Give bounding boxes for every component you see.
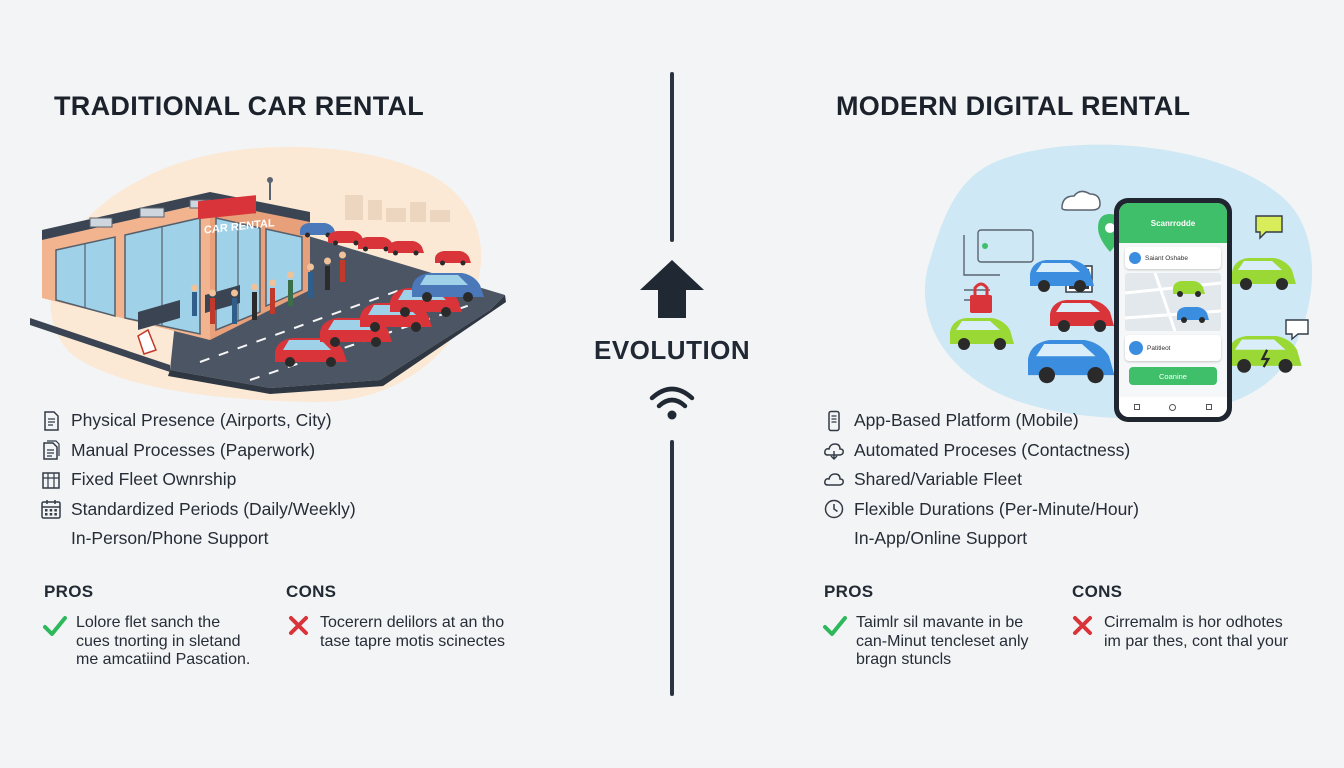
phone-button-label: Coanine — [1159, 371, 1187, 381]
left-pros-item: Lolore flet sanch the cues tnorting in s… — [42, 614, 276, 670]
right-feature-label: App-Based Platform (Mobile) — [854, 410, 1079, 431]
left-feature-item: In-Person/Phone Support — [40, 524, 356, 554]
nav-menu-icon[interactable] — [1206, 404, 1213, 410]
left-feature-item: Standardized Periods (Daily/Weekly) — [40, 495, 356, 525]
left-feature-item: Fixed Fleet Ownrship — [40, 465, 356, 495]
phone-card[interactable]: Saiant Oshabe — [1125, 247, 1221, 269]
left-feature-label: In-Person/Phone Support — [71, 528, 269, 549]
right-feature-label: Shared/Variable Fleet — [854, 469, 1022, 490]
left-pros-line: me amcatiind Pascation. — [76, 651, 251, 668]
left-feature-item: Manual Processes (Paperwork) — [40, 436, 356, 466]
right-feature-item: Automated Proceses (Contactness) — [823, 436, 1139, 466]
left-feature-label: Physical Presence (Airports, City) — [71, 410, 332, 431]
left-title: TRADITIONAL CAR RENTAL — [54, 91, 425, 121]
right-pros-line: bragn stuncls — [856, 651, 952, 668]
document-icon — [40, 410, 62, 432]
right-feature-label: In-App/Online Support — [854, 528, 1028, 549]
left-cons-item: Tocerern delilors at an tho tase tapre m… — [286, 614, 540, 651]
phone-card-label: Patitleot — [1147, 344, 1171, 352]
phone-card[interactable]: Patitleot — [1125, 335, 1221, 361]
check-icon — [43, 616, 67, 636]
left-cons-title: CONS — [286, 582, 337, 601]
paperwork-icon — [40, 439, 62, 461]
right-title: MODERN DIGITAL RENTAL — [836, 91, 1191, 121]
right-feature-list: App-Based Platform (Mobile) Automated Pr… — [823, 406, 1139, 554]
left-cons-line: tase tapre motis scinectes — [320, 632, 505, 650]
right-cons-item: Cirremalm is hor odhotes im par thes, co… — [1070, 614, 1324, 651]
avatar — [1129, 341, 1143, 355]
right-pros-line: can-Minut tencleset anly — [856, 632, 1029, 650]
right-feature-label: Flexible Durations (Per-Minute/Hour) — [854, 498, 1139, 519]
fleet-icon — [40, 469, 62, 491]
left-feature-label: Manual Processes (Paperwork) — [71, 439, 316, 460]
divider-top — [670, 72, 674, 242]
phone-map — [1125, 273, 1221, 331]
cloud-icon — [823, 439, 845, 461]
left-cons-line: Tocerern delilors at an tho — [320, 614, 505, 631]
avatar — [1129, 252, 1141, 264]
left-feature-list: Physical Presence (Airports, City) Manua… — [40, 406, 356, 554]
traditional-rental-illustration: CAR RENTAL — [30, 146, 506, 403]
phone-book-button[interactable]: Coanine — [1129, 367, 1217, 385]
left-feature-item: Physical Presence (Airports, City) — [40, 406, 356, 436]
cross-icon — [1073, 616, 1092, 635]
right-cons-title: CONS — [1072, 582, 1123, 601]
cross-icon — [289, 616, 308, 635]
right-pros-line: Taimlr sil mavante in be — [856, 614, 1024, 631]
wifi-icon — [649, 386, 695, 420]
check-icon — [823, 616, 847, 636]
phone-app-header: Scanrrodde — [1119, 203, 1227, 243]
right-cons-line: im par thes, cont thal your — [1104, 632, 1289, 650]
right-cons-line: Cirremalm is hor odhotes — [1104, 614, 1283, 631]
left-pros-line: cues tnorting in sletand — [76, 632, 241, 650]
right-feature-item: Shared/Variable Fleet — [823, 465, 1139, 495]
cloud-icon — [823, 469, 845, 491]
right-feature-item: Flexible Durations (Per-Minute/Hour) — [823, 495, 1139, 525]
phone-nav-bar — [1119, 397, 1227, 417]
left-feature-label: Standardized Periods (Daily/Weekly) — [71, 498, 356, 519]
right-feature-item: In-App/Online Support — [823, 524, 1139, 554]
up-arrow-icon — [640, 260, 704, 318]
left-feature-label: Fixed Fleet Ownrship — [71, 469, 237, 490]
nav-search-icon[interactable] — [1169, 403, 1177, 411]
nav-home-icon[interactable] — [1133, 404, 1140, 410]
left-pros-title: PROS — [44, 582, 94, 601]
right-feature-item: App-Based Platform (Mobile) — [823, 406, 1139, 436]
phone-card-label: Saiant Oshabe — [1145, 254, 1189, 262]
right-feature-label: Automated Proceses (Contactness) — [854, 439, 1131, 460]
phone-mockup: Scanrrodde Saiant Oshabe Patitleot Coani… — [1114, 198, 1232, 422]
right-pros-item: Taimlr sil mavante in be can-Minut tencl… — [822, 614, 1056, 670]
clock-icon — [823, 498, 845, 520]
divider-bottom — [670, 440, 674, 696]
phone-header-label: Scanrrodde — [1150, 218, 1196, 228]
mobile-icon — [823, 410, 845, 432]
calendar-icon — [40, 498, 62, 520]
right-pros-title: PROS — [824, 582, 874, 601]
left-pros-line: Lolore flet sanch the — [76, 614, 221, 631]
evolution-label: EVOLUTION — [594, 335, 751, 365]
